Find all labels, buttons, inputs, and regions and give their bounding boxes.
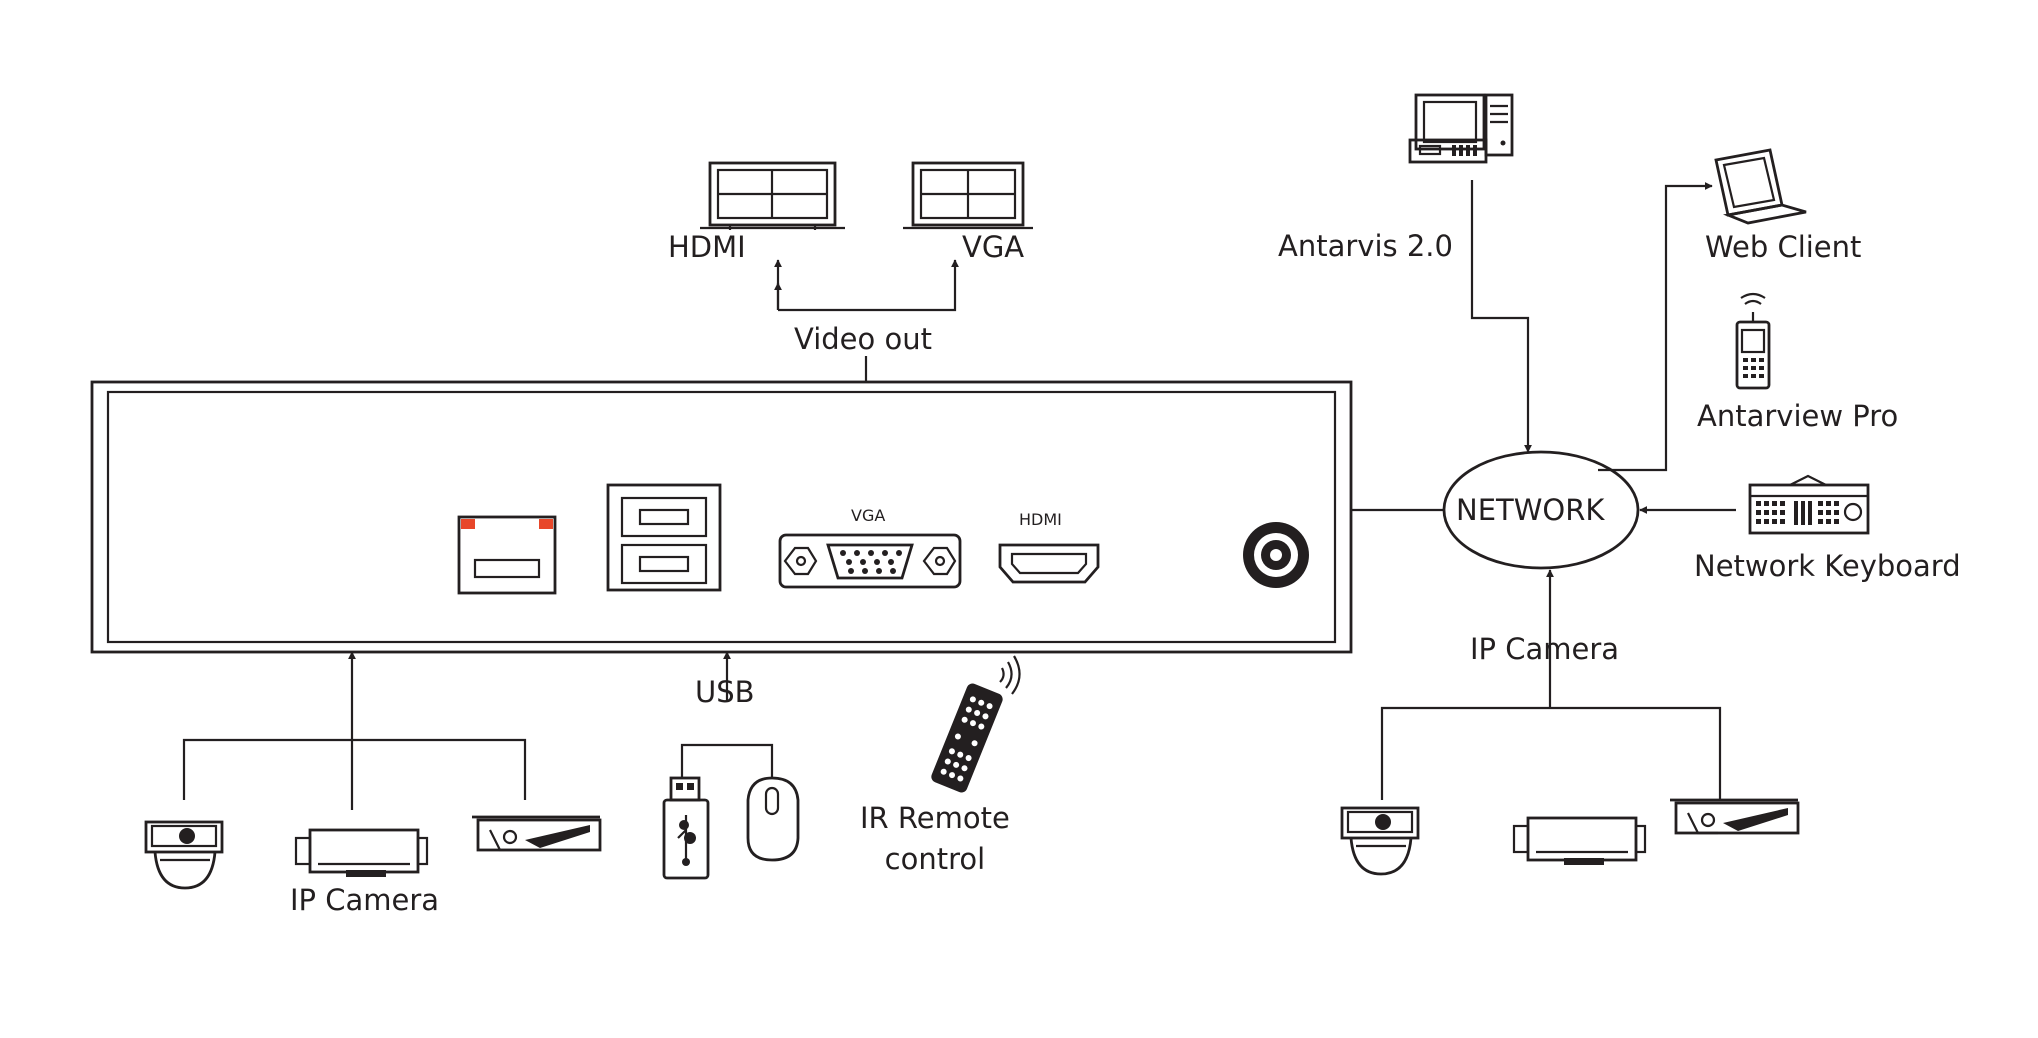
desktop-computer-icon xyxy=(1408,93,1514,164)
network-keyboard-icon xyxy=(1748,474,1870,535)
antarview-pro-label: Antarview Pro xyxy=(1697,399,1899,433)
nvr-recorder xyxy=(90,380,1353,654)
mouse-icon xyxy=(746,776,800,862)
hdmi-port-label: HDMI xyxy=(1019,510,1062,529)
dome-camera-icon xyxy=(144,820,224,890)
rj45-led-left xyxy=(461,519,475,529)
laptop-icon xyxy=(1714,148,1807,225)
mobile-phone-icon xyxy=(1735,292,1771,390)
dome-camera-icon xyxy=(1340,806,1420,876)
video-out-connector xyxy=(774,259,959,382)
rj45-led-right xyxy=(539,519,553,529)
hdmi-monitor-label: HDMI xyxy=(668,230,746,264)
web-client-label: Web Client xyxy=(1705,230,1862,264)
power-port-icon xyxy=(1243,522,1309,588)
vga-monitor-label: VGA xyxy=(962,230,1025,264)
antarvis-connector xyxy=(1470,180,1532,453)
network-label: NETWORK xyxy=(1456,493,1605,527)
vga-port-icon xyxy=(778,533,962,589)
bullet-camera-icon xyxy=(1670,798,1800,835)
video-out-label: Video out xyxy=(794,322,932,356)
hdmi-port-icon xyxy=(998,543,1100,584)
usb-label: USB xyxy=(695,675,755,709)
left-camera-connector xyxy=(182,651,527,810)
monitor-icon xyxy=(700,161,845,230)
rj45-port-icon xyxy=(457,515,557,595)
monitor-icon xyxy=(903,161,1033,230)
ir-remote-icon xyxy=(931,655,1021,793)
ip-camera-left-label: IP Camera xyxy=(290,883,440,917)
ip-camera-right-label: IP Camera xyxy=(1470,632,1620,666)
network-keyboard-label: Network Keyboard xyxy=(1694,549,1961,583)
box-camera-icon xyxy=(294,828,429,877)
antarvis-label: Antarvis 2.0 xyxy=(1278,229,1453,263)
web-client-connector xyxy=(1598,182,1713,472)
vga-port-label: VGA xyxy=(851,506,886,525)
usb-port-icon xyxy=(606,483,722,592)
usb-drive-icon xyxy=(662,776,710,880)
network-node xyxy=(1442,450,1640,570)
bullet-camera-icon xyxy=(472,815,602,852)
right-camera-connector xyxy=(1380,569,1722,800)
usb-connector xyxy=(680,651,774,778)
box-camera-icon xyxy=(1512,816,1647,865)
